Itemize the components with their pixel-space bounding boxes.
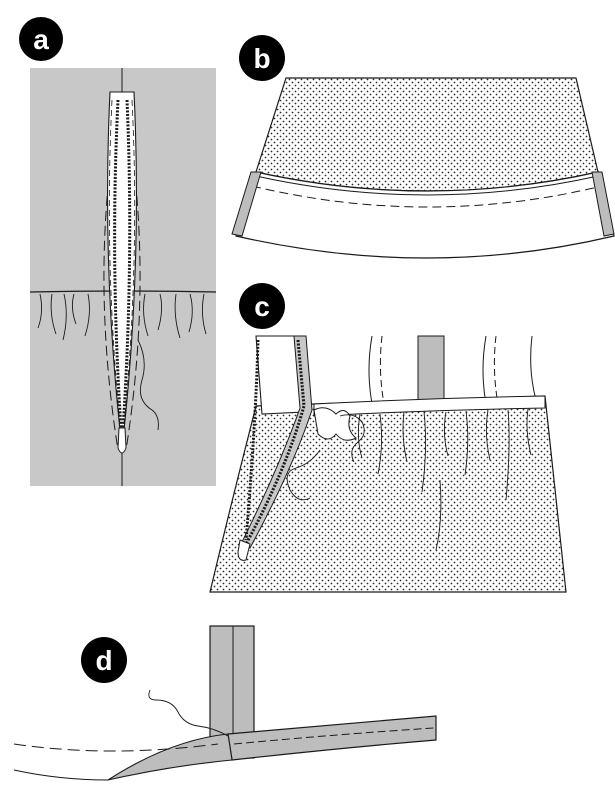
panel-a-thread (137, 339, 159, 431)
panel-b-skirt (255, 77, 599, 192)
panel-a-zipper-pull (117, 427, 127, 454)
panel-a-gathers (37, 293, 207, 341)
panel-c (209, 335, 567, 593)
panel-c-zipper-pull (237, 539, 251, 561)
panel-d-band-stitch (233, 727, 435, 745)
panel-c-thread (286, 414, 365, 501)
panel-b-seam-dashed (251, 185, 603, 208)
panel-d-fabric-dashed (13, 743, 219, 752)
panel-a (29, 68, 217, 486)
badge-a: a (19, 17, 63, 61)
badge-c: c (239, 283, 285, 329)
panel-b-seam-line (255, 175, 599, 196)
panel-c-skirt (209, 395, 567, 593)
panel-d-thread (148, 689, 229, 737)
panel-d-fabric-edge (13, 769, 109, 781)
badge-b: b (239, 35, 285, 81)
panel-c-zipper-teeth (244, 339, 306, 545)
panel-c-center-tape (417, 335, 445, 407)
panel-b-hem-band (235, 171, 615, 259)
panel-a-zipper-teeth-right (121, 99, 132, 429)
panel-c-crumpled-fabric (313, 407, 357, 441)
panel-c-zipper-teeth-left (244, 339, 260, 541)
panel-b (231, 77, 615, 259)
badge-c-label: c (254, 291, 270, 322)
badge-d-label: d (95, 645, 112, 676)
panel-d-fold (107, 733, 233, 781)
panel-d (13, 625, 437, 781)
panel-a-stitch-inner (108, 99, 136, 425)
badge-d: d (81, 637, 127, 683)
badge-b-label: b (253, 43, 270, 74)
panel-c-gathers (357, 408, 532, 551)
panel-a-zipper-teeth-left (113, 99, 123, 429)
panel-c-zipper-tape (239, 335, 313, 549)
badge-a-label: a (33, 24, 49, 55)
panel-c-waistband (313, 395, 546, 417)
panel-d-horizontal-band (227, 715, 437, 761)
panel-b-right-tape (591, 171, 615, 237)
panel-b-left-tape (231, 171, 262, 237)
